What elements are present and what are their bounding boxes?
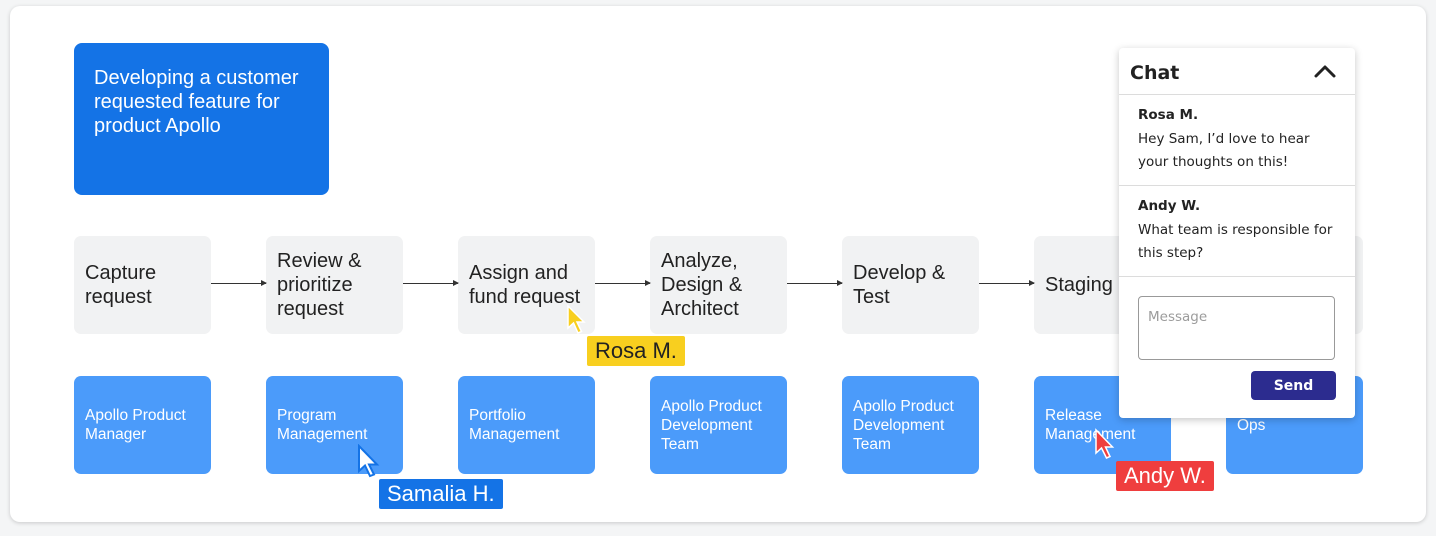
cursor-pointer-icon — [567, 304, 586, 334]
title-card[interactable]: Developing a customer requested feature … — [74, 43, 329, 195]
title-card-text: Developing a customer requested feature … — [94, 67, 299, 137]
connector-arrow — [787, 280, 843, 286]
step-card-develop[interactable]: Develop & Test — [842, 236, 979, 334]
cursor-label-rosa: Rosa M. — [587, 336, 685, 366]
team-label: Apollo Product Manager — [85, 407, 186, 443]
team-card[interactable]: Program Management — [266, 376, 403, 474]
cursor-pointer-icon — [358, 444, 380, 478]
team-card[interactable]: Release Management — [1034, 376, 1171, 474]
chevron-up-icon[interactable] — [1313, 62, 1337, 80]
send-button[interactable]: Send — [1251, 371, 1336, 400]
message-author: Rosa M. — [1138, 107, 1199, 123]
step-label: Assign and fund request — [469, 262, 581, 308]
chat-message: Rosa M. Hey Sam, I’d love to hear your t… — [1119, 95, 1355, 186]
team-label: Portfolio Management — [469, 407, 560, 443]
chat-header: Chat — [1119, 48, 1355, 95]
connector-arrow — [595, 280, 651, 286]
team-label: Apollo Product Development Team — [853, 397, 954, 453]
chat-title: Chat — [1130, 62, 1180, 84]
connector-arrow — [403, 280, 459, 286]
step-card-analyze[interactable]: Analyze, Design & Architect — [650, 236, 787, 334]
step-label: Staging — [1045, 274, 1113, 296]
step-label: Review & prioritize request — [277, 250, 362, 320]
message-author: Andy W. — [1138, 198, 1201, 214]
chat-panel: Chat Rosa M. Hey Sam, I’d love to hear y… — [1119, 48, 1355, 418]
step-label: Develop & Test — [853, 262, 946, 308]
team-card[interactable]: Portfolio Management — [458, 376, 595, 474]
message-text: What team is responsible for this step? — [1138, 222, 1333, 261]
step-label: Capture request — [85, 262, 157, 308]
team-card[interactable]: Apollo Product Development Team — [650, 376, 787, 474]
team-label: Ops — [1237, 416, 1266, 434]
chat-message: Andy W. What team is responsible for thi… — [1119, 186, 1355, 277]
cursor-label-andy: Andy W. — [1116, 461, 1214, 491]
team-label: Release Management — [1045, 407, 1136, 443]
cursor-label-samalia: Samalia H. — [379, 479, 503, 509]
step-card-capture[interactable]: Capture request — [74, 236, 211, 334]
connector-arrow — [979, 280, 1035, 286]
team-label: Apollo Product Development Team — [661, 397, 762, 453]
connector-arrow — [211, 280, 267, 286]
cursor-pointer-icon — [1095, 428, 1115, 459]
step-label: Analyze, Design & Architect — [661, 250, 743, 320]
step-card-review[interactable]: Review & prioritize request — [266, 236, 403, 334]
message-input[interactable] — [1138, 296, 1335, 360]
team-card[interactable]: Apollo Product Manager — [74, 376, 211, 474]
team-label: Program Management — [277, 407, 368, 443]
team-card[interactable]: Apollo Product Development Team — [842, 376, 979, 474]
message-text: Hey Sam, I’d love to hear your thoughts … — [1138, 131, 1310, 170]
